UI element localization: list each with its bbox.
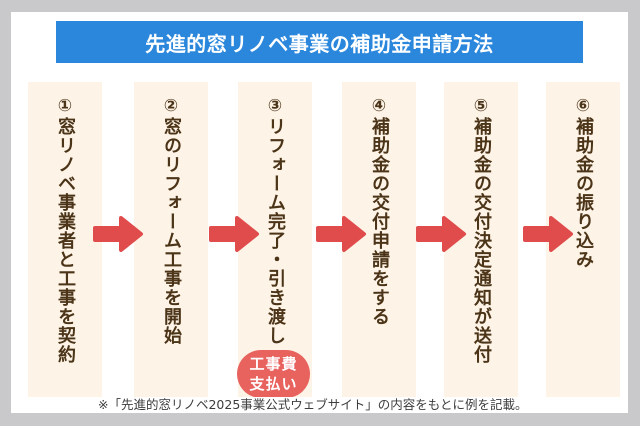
infographic-card xyxy=(11,12,628,413)
step-label: 補助金の振り込み xyxy=(573,117,594,269)
step-label: 窓リノベ事業者と工事を契約 xyxy=(55,117,76,364)
footnote-text: ※「先進的窓リノベ2025事業公式ウェブサイト」の内容をもとに例を記載。 xyxy=(98,397,528,412)
arrow-right-icon xyxy=(415,215,467,253)
page-title: 先進的窓リノベ事業の補助金申請方法 xyxy=(145,31,494,56)
arrow-right-icon xyxy=(92,215,144,253)
arrow-right-icon xyxy=(522,215,574,253)
step-number: ② xyxy=(161,96,181,117)
step-label: 補助金の交付決定通知が送付 xyxy=(471,117,492,364)
step-number: ③ xyxy=(265,96,285,117)
step-number: ① xyxy=(55,96,75,117)
title-banner: 先進的窓リノベ事業の補助金申請方法 xyxy=(56,21,583,63)
footnote: ※「先進的窓リノベ2025事業公式ウェブサイト」の内容をもとに例を記載。 xyxy=(11,397,628,413)
step-number: ⑤ xyxy=(471,96,491,117)
step-2: ②窓のリフォーム工事を開始 xyxy=(134,82,208,397)
arrow-right-icon xyxy=(315,215,367,253)
step-label: 補助金の交付申請をする xyxy=(369,117,390,326)
badge-line-2: 支払い xyxy=(249,375,298,393)
step-1: ①窓リノベ事業者と工事を契約 xyxy=(28,82,102,397)
step-number: ⑥ xyxy=(573,96,593,117)
badge-line-1: 工事費 xyxy=(249,355,298,373)
step-number: ④ xyxy=(369,96,389,117)
step-label: リフォーム完了・引き渡し xyxy=(265,117,286,345)
step-label: 窓のリフォーム工事を開始 xyxy=(161,117,182,345)
arrow-right-icon xyxy=(208,215,260,253)
payment-badge: 工事費 支払い xyxy=(237,350,310,398)
